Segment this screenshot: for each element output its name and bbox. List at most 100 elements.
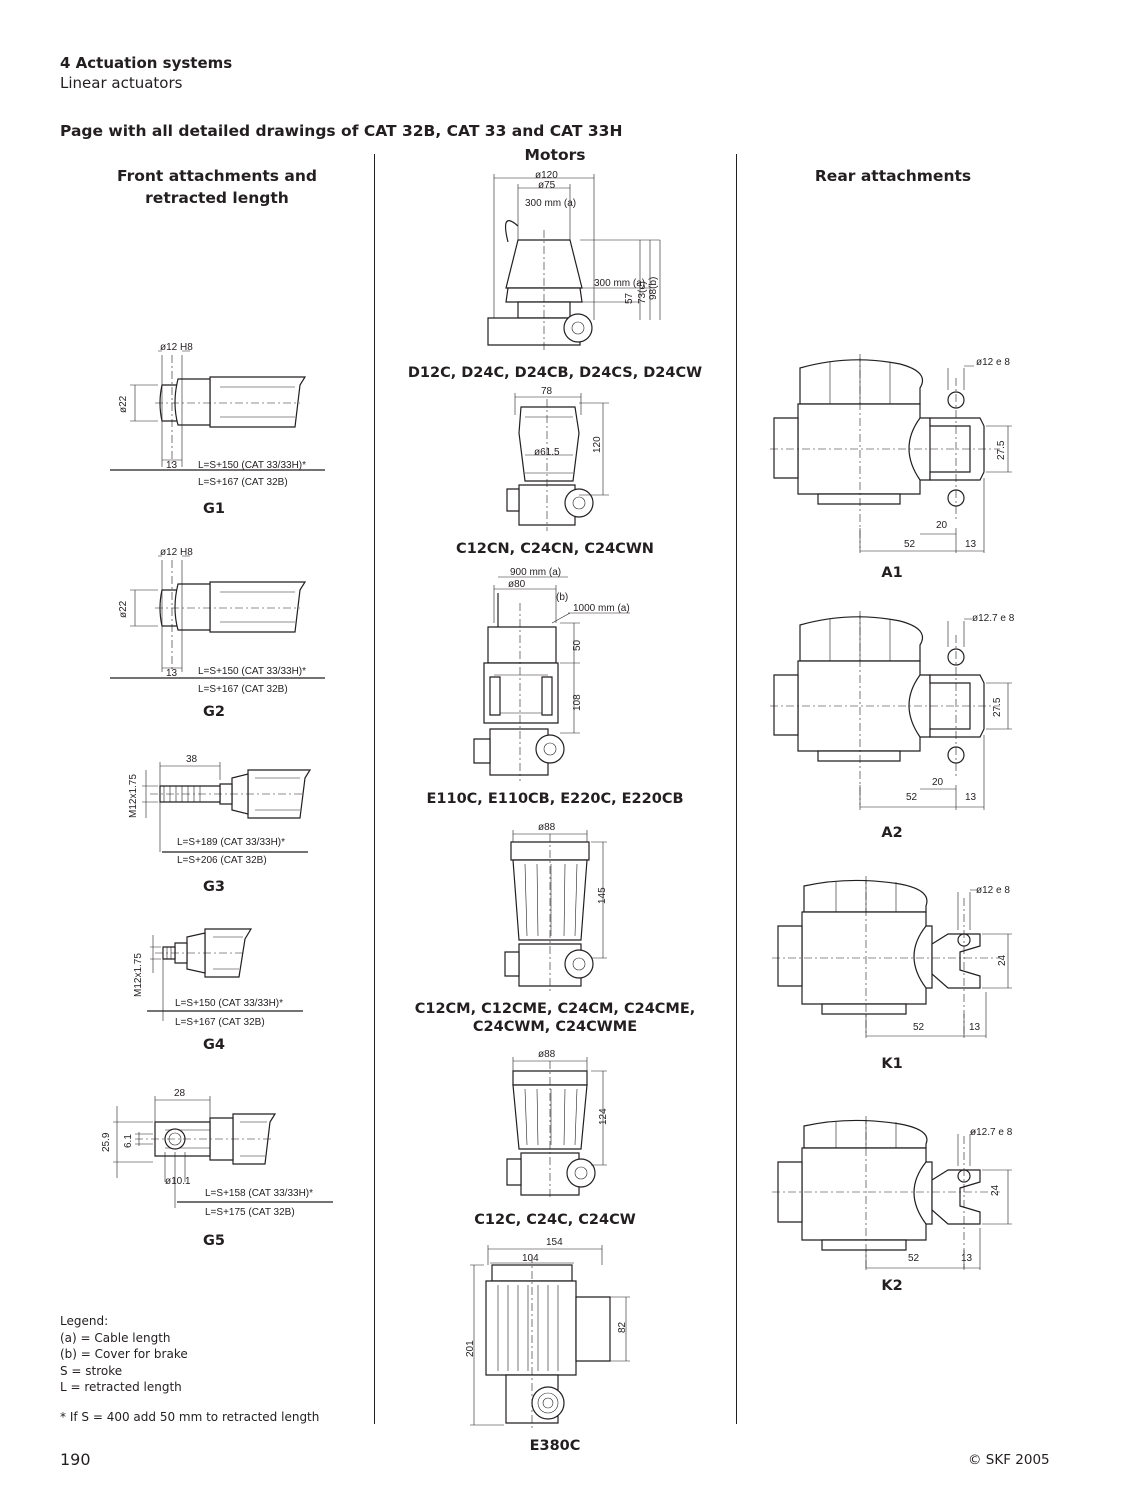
legend-item-cable: (a) = Cable length	[60, 1330, 171, 1345]
label-rear-k1: K1	[881, 1056, 903, 1072]
drawing-rear-a1: ø12 e 8 27.5 20 52 13	[770, 354, 1012, 553]
motor-e110c-dim-108: 108	[572, 694, 583, 711]
motor-d12c-dim-120: ø120	[535, 170, 558, 181]
subsection-title: Linear actuators	[60, 74, 183, 92]
rear-k1-dim-13: 13	[969, 1022, 981, 1033]
rear-k1-dim-52: 52	[913, 1022, 925, 1033]
drawing-motor-e110c: 900 mm (a) ø80 (b) 1000 mm (a) 50 108	[473, 567, 630, 781]
label-motor-c12cn: C12CN, C24CN, C24CWN	[456, 541, 654, 557]
rear-attachments-heading: Rear attachments	[814, 167, 972, 185]
g3-dim-thread: M12x1.75	[128, 774, 139, 818]
motor-c12c-dim-124: 124	[598, 1108, 609, 1125]
motor-c12cm-dim-88: ø88	[538, 822, 556, 833]
rear-a2-dim-27-5: 27.5	[992, 697, 1003, 717]
front-attachments-heading: Front attachments and retracted length	[116, 167, 317, 207]
label-motor-c12cm-line2: C24CWM, C24CWME	[472, 1019, 638, 1035]
copyright: © SKF 2005	[968, 1452, 1050, 1468]
motor-d12c-dim-98: 98(b)	[648, 277, 659, 300]
rear-a2-dim-52: 52	[906, 792, 918, 803]
drawing-g5: 28 25.9 6.1 ø10.1 L=S+158 (CAT 33/33H)* …	[101, 1088, 333, 1218]
g2-dim-bore: ø12 H8	[160, 547, 193, 558]
rear-a1-dim-13: 13	[965, 539, 977, 550]
legend-title: Legend:	[60, 1314, 109, 1328]
label-rear-k2: K2	[881, 1278, 903, 1294]
rear-k2-dim-52: 52	[908, 1253, 920, 1264]
motor-d12c-dim-57: 57	[624, 292, 635, 304]
g2-dim-diameter: ø22	[118, 600, 129, 618]
motor-c12cn-dim-78: 78	[541, 386, 553, 397]
motor-c12c-dim-88: ø88	[538, 1049, 556, 1060]
drawing-motor-e380c: 154 104 82 201	[465, 1237, 630, 1431]
rear-k2-dim-13: 13	[961, 1253, 973, 1264]
label-motor-e380c: E380C	[529, 1438, 581, 1454]
drawing-g3: 38 M12x1.75 L=S+189 (CAT 33/33H)* L=S+20…	[128, 754, 312, 866]
label-motor-c12c: C12C, C24C, C24CW	[474, 1212, 636, 1228]
legend-item-brake: (b) = Cover for brake	[60, 1347, 188, 1361]
label-motor-d12c: D12C, D24C, D24CB, D24CS, D24CW	[407, 365, 703, 381]
drawing-motor-c12c: ø88 124	[506, 1049, 609, 1199]
drawing-g2: ø12 H8 ø22 13 L=S+150 (CAT 33/33H)* L=S+…	[110, 547, 325, 695]
motor-e110c-dim-cable2: 1000 mm (a)	[573, 603, 630, 614]
g2-dim-13: 13	[166, 668, 178, 679]
motor-e380c-dim-201: 201	[465, 1340, 476, 1357]
label-motor-e110c: E110C, E110CB, E220C, E220CB	[426, 791, 684, 807]
motor-c12cm-dim-145: 145	[597, 887, 608, 904]
motor-e110c-dim-brake: (b)	[556, 592, 568, 603]
g2-dim-l1: L=S+150 (CAT 33/33H)*	[198, 666, 306, 677]
label-g3: G3	[203, 879, 225, 895]
g5-dim-l1: L=S+158 (CAT 33/33H)*	[205, 1188, 313, 1199]
rear-a1-dim-bore: ø12 e 8	[976, 357, 1010, 368]
drawing-rear-k2: ø12.7 e 8 24 52 13	[772, 1116, 1013, 1270]
motor-e380c-dim-82: 82	[617, 1321, 628, 1333]
motor-e110c-dim-cable1: 900 mm (a)	[510, 567, 561, 578]
label-motor-c12cm: C12CM, C12CME, C24CM, C24CME,	[414, 1001, 696, 1017]
drawing-rear-k1: ø12 e 8 24 52 13	[772, 876, 1012, 1038]
rear-a2-dim-20: 20	[932, 777, 944, 788]
g4-dim-thread: M12x1.75	[133, 953, 144, 997]
page-number: 190	[60, 1450, 91, 1469]
rear-a1-dim-52: 52	[904, 539, 916, 550]
label-g2: G2	[203, 704, 225, 720]
drawing-motor-c12cn: 78 ø61.5 120	[506, 386, 609, 531]
legend-item-stroke: S = stroke	[60, 1363, 123, 1378]
label-rear-a2: A2	[881, 825, 903, 841]
label-rear-a1: A1	[881, 565, 903, 581]
g2-dim-l2: L=S+167 (CAT 32B)	[198, 684, 288, 695]
rear-a1-dim-20: 20	[936, 520, 948, 531]
g1-dim-l2: L=S+167 (CAT 32B)	[198, 477, 288, 488]
g5-dim-l2: L=S+175 (CAT 32B)	[205, 1207, 295, 1218]
motor-c12cn-dim-120: 120	[592, 436, 603, 453]
rear-k1-dim-bore: ø12 e 8	[976, 885, 1010, 896]
rear-a1-dim-27-5: 27.5	[996, 440, 1007, 460]
label-g1: G1	[203, 501, 225, 517]
motor-e380c-dim-154: 154	[546, 1237, 563, 1248]
drawing-motor-d12c: ø120 ø75 300 mm (a) 300 mm (a) 57 73(c) …	[487, 170, 661, 352]
g5-dim-bore: ø10.1	[165, 1176, 191, 1187]
column-divider-right	[736, 154, 737, 1424]
motor-e110c-dim-80: ø80	[508, 579, 526, 590]
rear-k1-dim-24: 24	[997, 954, 1008, 966]
legend: Legend: (a) = Cable length (b) = Cover f…	[60, 1313, 188, 1396]
drawing-rear-a2: ø12.7 e 8 27.5 20 52 13	[770, 611, 1015, 810]
g5-dim-25-9: 25.9	[101, 1132, 112, 1152]
section-title: 4 Actuation systems	[60, 54, 233, 72]
motors-heading: Motors	[524, 146, 586, 164]
g4-dim-l1: L=S+150 (CAT 33/33H)*	[175, 998, 283, 1009]
drawing-g4: M12x1.75 L=S+150 (CAT 33/33H)* L=S+167 (…	[133, 928, 303, 1028]
motor-d12c-dim-75: ø75	[538, 180, 556, 191]
motor-e380c-dim-104: 104	[522, 1253, 539, 1264]
g5-dim-6-1: 6.1	[123, 1134, 134, 1148]
label-g4: G4	[203, 1037, 225, 1053]
g4-dim-l2: L=S+167 (CAT 32B)	[175, 1017, 265, 1028]
g1-dim-bore: ø12 H8	[160, 342, 193, 353]
g3-dim-38: 38	[186, 754, 198, 765]
rear-a2-dim-13: 13	[965, 792, 977, 803]
g1-dim-l1: L=S+150 (CAT 33/33H)*	[198, 460, 306, 471]
g1-dim-13: 13	[166, 460, 178, 471]
drawing-motor-c12cm: ø88 145	[504, 822, 608, 992]
page-title: Page with all detailed drawings of CAT 3…	[60, 122, 623, 140]
rear-k2-dim-bore: ø12.7 e 8	[970, 1127, 1013, 1138]
footnote: * If S = 400 add 50 mm to retracted leng…	[60, 1410, 320, 1424]
label-g5: G5	[203, 1233, 225, 1249]
g3-dim-l2: L=S+206 (CAT 32B)	[177, 855, 267, 866]
